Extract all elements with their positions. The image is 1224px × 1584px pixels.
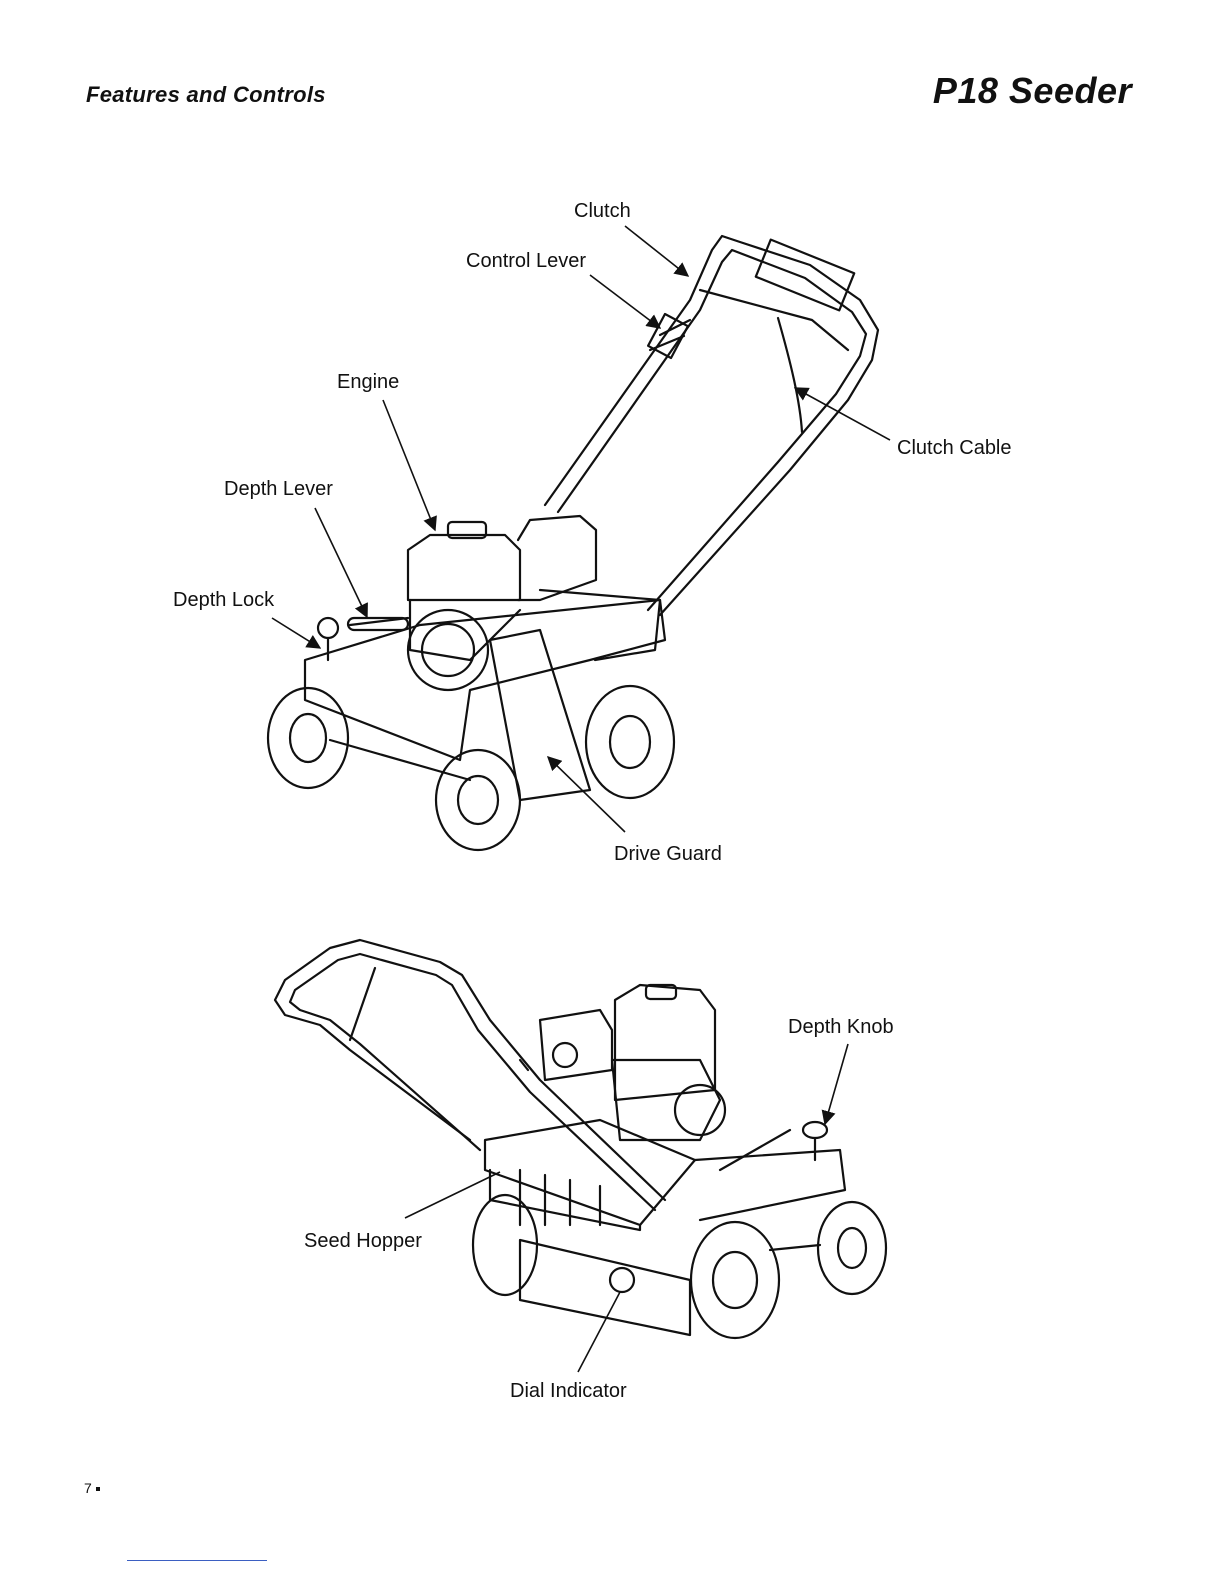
label-depth-lever: Depth Lever [224, 478, 333, 501]
label-depth-lock: Depth Lock [173, 589, 274, 612]
label-dial-indicator: Dial Indicator [510, 1380, 627, 1403]
page-number: 7 [84, 1480, 100, 1496]
footer-rule [127, 1560, 267, 1561]
page-number-text: 7 [84, 1480, 92, 1496]
seeder-rear-view [275, 940, 886, 1338]
bullet-icon [96, 1487, 100, 1491]
label-depth-knob: Depth Knob [788, 1016, 894, 1039]
label-control-lever: Control Lever [466, 250, 586, 273]
seeder-front-view [268, 236, 878, 850]
label-engine: Engine [337, 371, 399, 394]
label-clutch: Clutch [574, 200, 631, 223]
label-clutch-cable: Clutch Cable [897, 437, 1012, 460]
label-seed-hopper: Seed Hopper [304, 1230, 422, 1253]
label-drive-guard: Drive Guard [614, 843, 722, 866]
